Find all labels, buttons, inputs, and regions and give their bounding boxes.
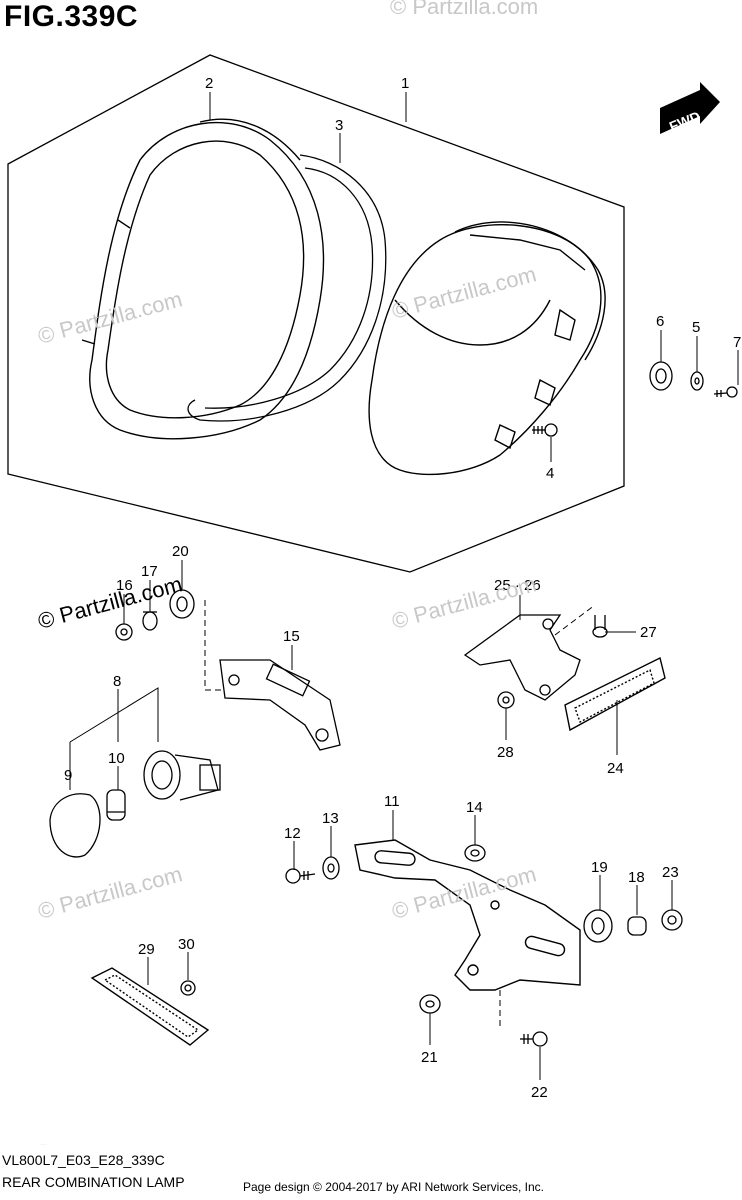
callout-1: 1	[401, 75, 409, 92]
callout-8: 8	[113, 673, 121, 690]
part-22-bolt	[520, 1031, 548, 1047]
part-27-screw	[592, 615, 608, 638]
callout-25-26: 25 · 26	[494, 577, 541, 594]
callout-24: 24	[607, 760, 624, 777]
part-9-lens	[49, 793, 101, 858]
part-23-nut	[661, 909, 683, 931]
part-16-nut	[115, 623, 133, 641]
part-5-washer	[690, 371, 704, 391]
part-25-26-reflector-bracket	[463, 614, 581, 701]
callout-17: 17	[141, 563, 158, 580]
callout-29: 29	[138, 941, 155, 958]
forward-direction-arrow	[660, 82, 720, 134]
part-10-bulb	[106, 789, 126, 821]
part-13-washer	[322, 856, 340, 880]
part-17-collar	[142, 611, 158, 631]
figure-title: FIG.339C	[4, 0, 139, 33]
part-21-nut	[419, 994, 441, 1014]
part-8-socket	[143, 750, 221, 801]
callout-6: 6	[656, 313, 664, 330]
callout-23: 23	[662, 864, 679, 881]
part-15-bracket	[219, 659, 341, 751]
part-3-gasket	[187, 154, 387, 422]
part-28-nut	[497, 691, 515, 709]
part-14-nut	[464, 844, 486, 862]
callout-30: 30	[178, 936, 195, 953]
leader-dashed-20	[204, 600, 225, 691]
callout-9: 9	[64, 767, 72, 784]
callout-21: 21	[421, 1049, 438, 1066]
part-4-screw	[532, 423, 558, 437]
callout-11: 11	[384, 793, 400, 810]
callout-4: 4	[546, 465, 554, 482]
callout-28: 28	[497, 744, 514, 761]
watermark: © Partzilla.com	[40, 1145, 47, 1146]
callout-14: 14	[466, 799, 483, 816]
callout-12: 12	[284, 825, 301, 842]
callout-13: 13	[322, 810, 339, 827]
callout-7: 7	[733, 334, 741, 351]
part-12-bolt	[285, 868, 316, 884]
figure-code: VL800L7_E03_E28_339C	[2, 1152, 165, 1168]
callout-19: 19	[591, 859, 608, 876]
part-30-nut	[180, 980, 196, 996]
callout-3: 3	[335, 117, 343, 134]
callout-22: 22	[531, 1084, 548, 1101]
assembly-group-box	[7, 54, 625, 573]
part-2-lamp-housing	[81, 118, 325, 440]
part-6-grommet	[649, 361, 673, 391]
part-29-reflector	[90, 967, 210, 1046]
leader-8	[69, 687, 159, 743]
part-18-collar	[627, 916, 647, 936]
part-11-bracket	[354, 839, 581, 991]
part-7-screw	[713, 386, 738, 398]
callout-2: 2	[205, 75, 213, 92]
callout-15: 15	[283, 628, 300, 645]
callout-10: 10	[108, 750, 125, 767]
callout-5: 5	[692, 319, 700, 336]
leader-dashed-27	[554, 604, 596, 636]
callout-16: 16	[116, 577, 133, 594]
part-1-lamp-assembly	[368, 221, 606, 476]
page-credit: Page design © 2004-2017 by ARI Network S…	[243, 1180, 545, 1194]
leader-lines	[117, 92, 739, 1080]
figure-name: REAR COMBINATION LAMP	[2, 1174, 185, 1190]
watermark: © Partzilla.com	[390, 0, 539, 19]
part-19-grommet	[583, 909, 613, 943]
part-24-reflector	[564, 656, 666, 732]
callout-18: 18	[628, 869, 645, 886]
callout-27: 27	[640, 624, 657, 641]
callout-labels: 1 2 3 4 5 6 7 8 9 10 11 12 13 14 15 16 1…	[64, 75, 741, 1101]
callout-20: 20	[172, 543, 189, 560]
